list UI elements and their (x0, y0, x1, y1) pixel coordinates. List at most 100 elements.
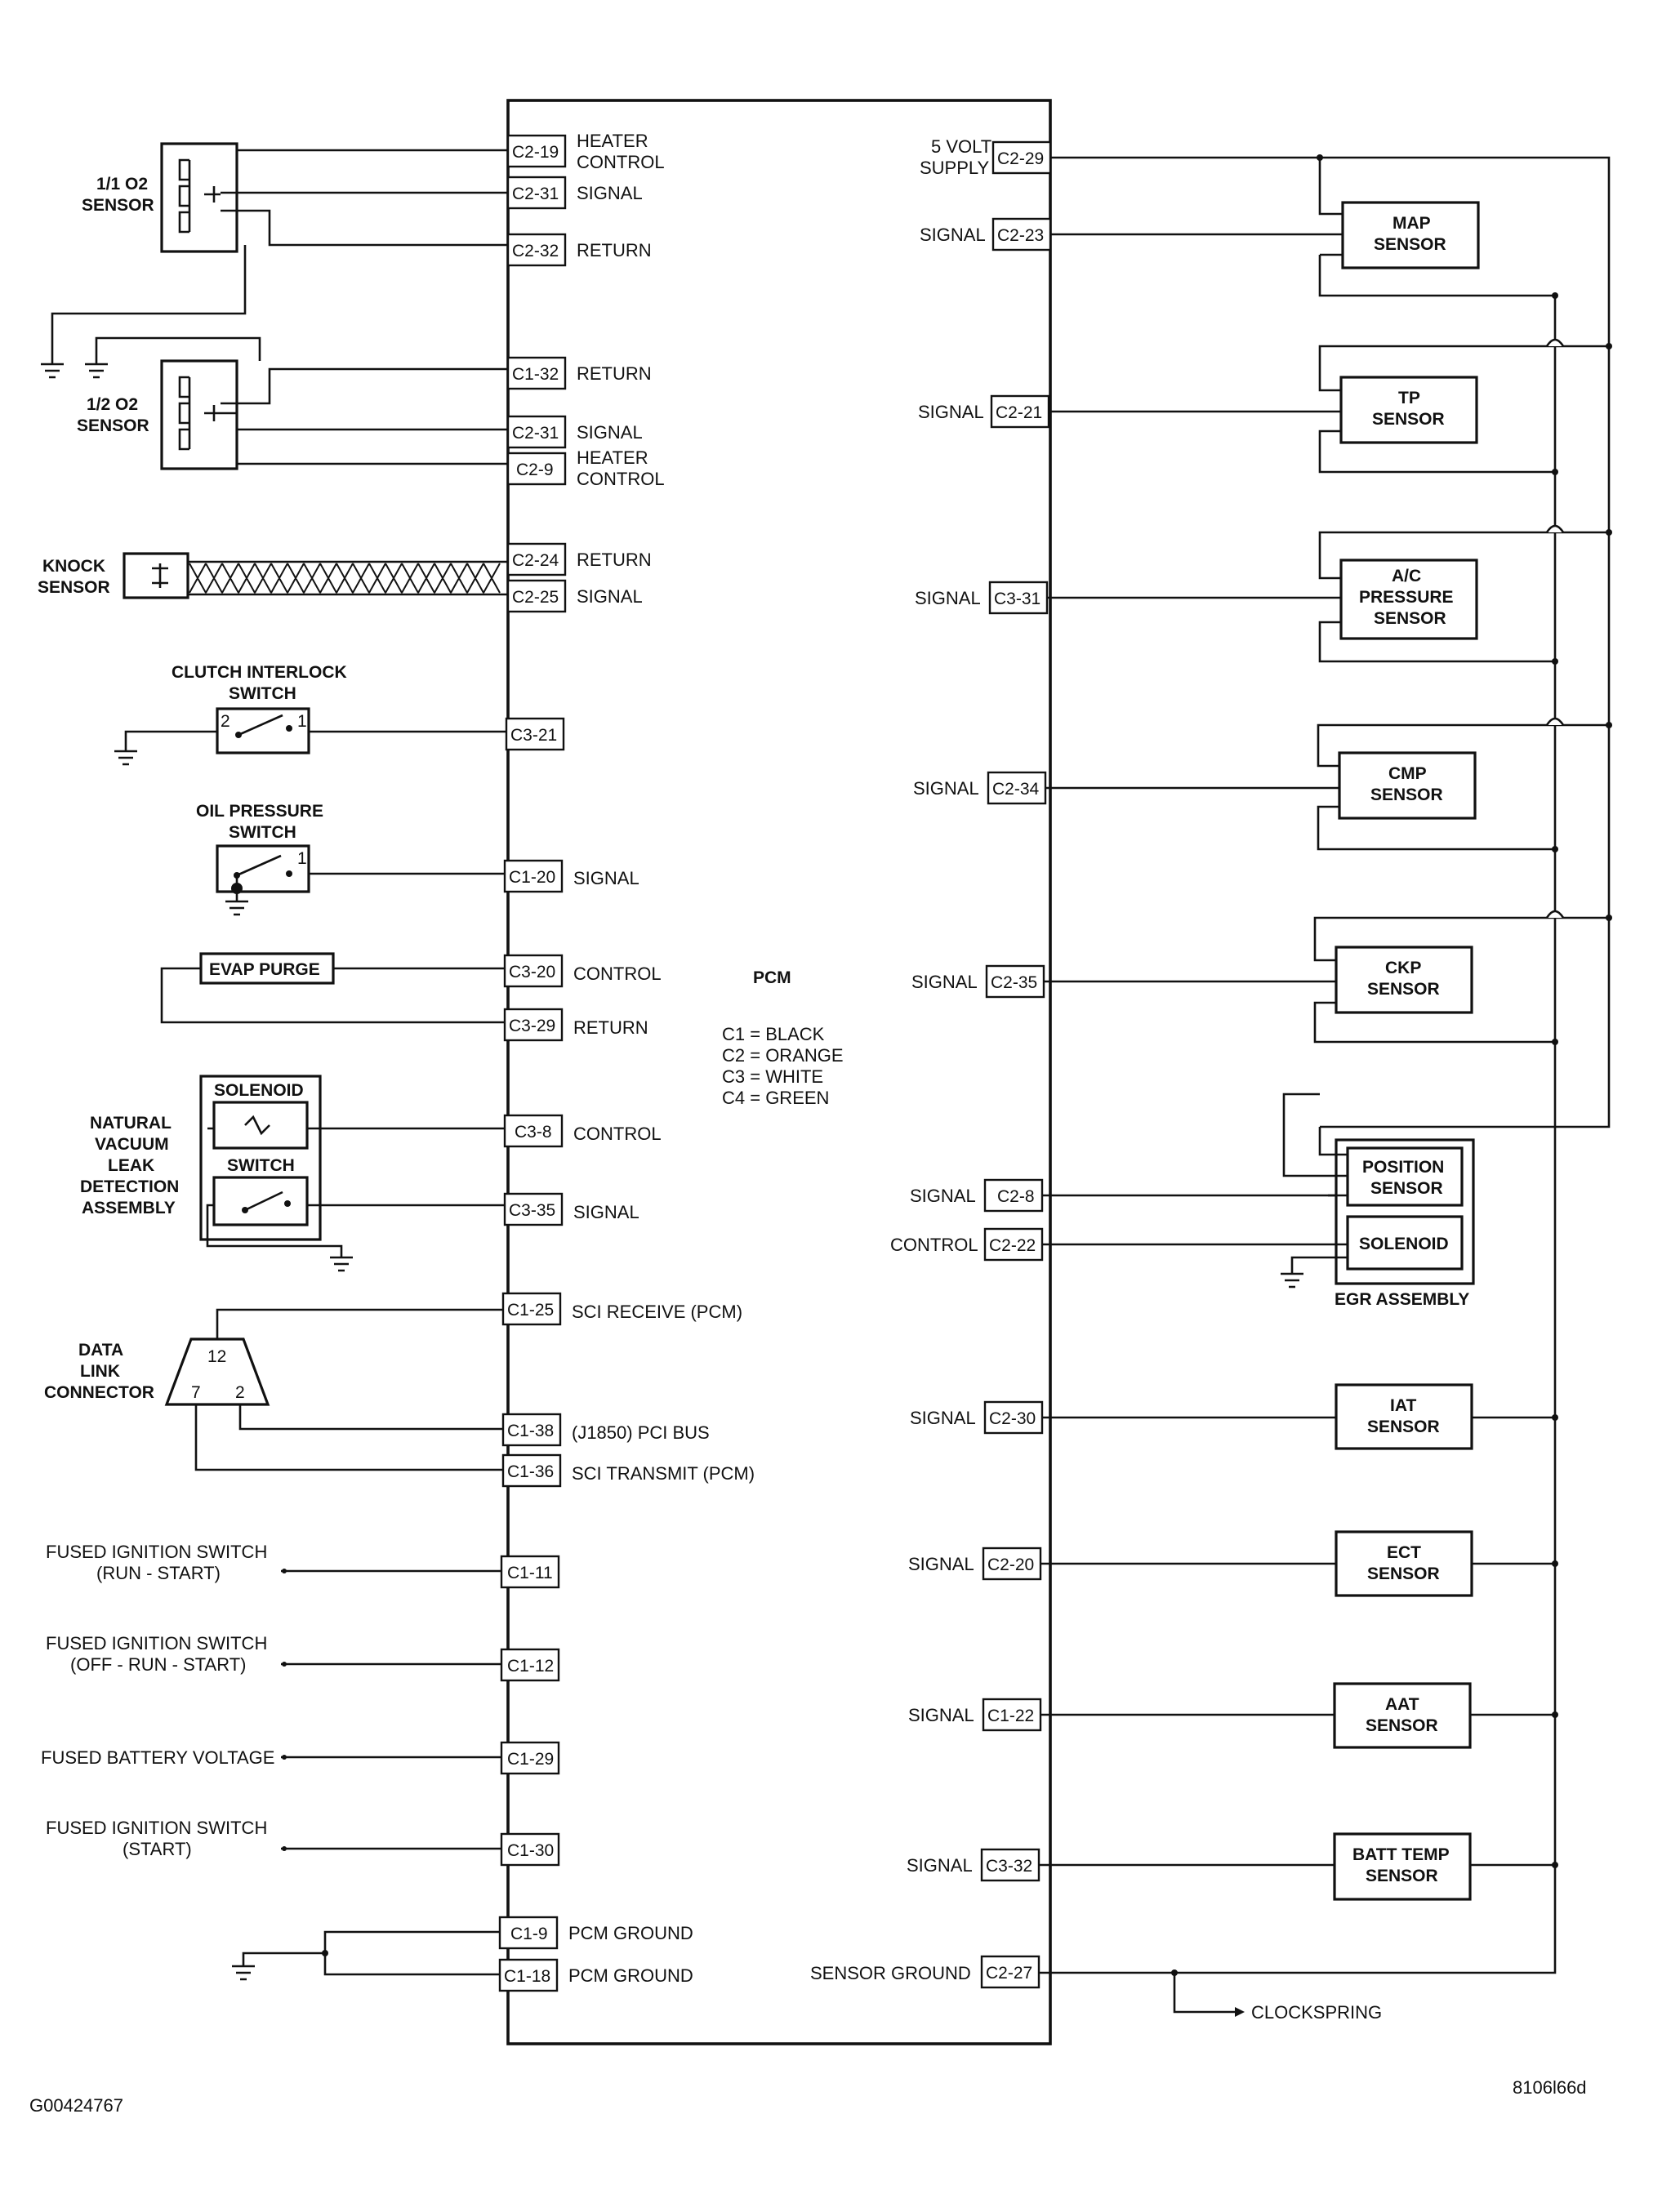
ign-off-run-start-dot (282, 1662, 287, 1667)
svg-text:C1-30: C1-30 (507, 1841, 554, 1860)
wire-crossover-hops (1545, 338, 1565, 919)
svg-text:C2-35: C2-35 (991, 973, 1037, 992)
svg-text:C3-21: C3-21 (510, 726, 557, 745)
splice-dots (1171, 154, 1612, 1976)
left-pin-label-signal-4: SIGNAL (573, 868, 639, 888)
wire-5v-supply-bus (1050, 156, 1611, 1128)
svg-text:BATT TEMP: BATT TEMP (1352, 1845, 1450, 1864)
left-pin-label-signal-2: SIGNAL (577, 422, 643, 443)
svg-text:7: 7 (191, 1383, 201, 1402)
left-pin-c2-9: C2-9 (506, 452, 567, 486)
ground-symbol-2 (85, 363, 108, 379)
left-pin-c1-18: C1-18 (498, 1958, 559, 1992)
left-pin-c3-8: C3-8 (503, 1114, 564, 1148)
svg-text:C2-20: C2-20 (987, 1556, 1034, 1574)
svg-text:C1-18: C1-18 (504, 1967, 550, 1986)
wire-o2-2-ground (95, 336, 261, 364)
right-pin-label-signal-batt: SIGNAL (907, 1855, 973, 1876)
wire-ac-5v (1318, 531, 1609, 580)
nvld-label-2: VACUUM (95, 1135, 169, 1154)
left-pin-label-pcm-ground-1: PCM GROUND (568, 1923, 693, 1943)
dlc-label-b: LINK (80, 1362, 120, 1381)
aat-sensor: AAT SENSOR (1333, 1682, 1472, 1749)
right-pin-label-sensor-ground: SENSOR GROUND (810, 1963, 971, 1983)
svg-text:C3-8: C3-8 (515, 1123, 552, 1142)
ground-symbol-1 (41, 363, 64, 379)
left-pin-c2-32: C2-32 (506, 233, 567, 267)
svg-text:C2-27: C2-27 (986, 1964, 1032, 1983)
pcm-title: PCM (753, 968, 791, 987)
dlc-label-c: CONNECTOR (44, 1383, 154, 1402)
wire-dlc-pci-bus (238, 1404, 503, 1431)
svg-text:C2-32: C2-32 (512, 242, 559, 260)
left-pin-label-sci-transmit: SCI TRANSMIT (PCM) (572, 1463, 755, 1484)
nvld-label-3: LEAK (108, 1156, 154, 1175)
left-pin-label-return-1: RETURN (577, 240, 652, 260)
svg-text:CKP: CKP (1385, 959, 1421, 977)
wire-egr-5v (1282, 1093, 1348, 1177)
svg-text:SENSOR: SENSOR (1367, 980, 1440, 999)
svg-text:C2-19: C2-19 (512, 143, 559, 162)
right-pin-c2-29: C2-29 (991, 140, 1052, 175)
ign-start-b: (START) (123, 1839, 192, 1859)
ign-run-start-b: (RUN - START) (96, 1563, 221, 1583)
wire-ckp-ground (1313, 1001, 1555, 1044)
svg-text:C3-32: C3-32 (986, 1857, 1032, 1876)
left-pin-label-heater-control-2a: HEATER (577, 447, 648, 468)
ign-off-run-start-b: (OFF - RUN - START) (70, 1654, 247, 1675)
svg-text:C1-29: C1-29 (507, 1750, 554, 1769)
ground-symbol-6 (232, 1965, 255, 1981)
cmp-sensor: CMP SENSOR (1338, 751, 1477, 820)
right-pin-c3-32: C3-32 (980, 1848, 1040, 1882)
o2-1-2-label-a: 1/2 O2 (87, 395, 138, 414)
svg-text:SENSOR: SENSOR (1374, 235, 1446, 254)
wire-ac-ground (1318, 621, 1555, 663)
o2-1-1-label-a: 1/1 O2 (96, 175, 148, 194)
svg-text:TP: TP (1398, 389, 1420, 407)
left-pin-c2-19: C2-19 (506, 134, 567, 168)
ground-symbol-5 (330, 1256, 353, 1272)
knock-label-b: SENSOR (38, 578, 110, 597)
ign-run-start-a: FUSED IGNITION SWITCH (46, 1542, 267, 1562)
knock-sensor (123, 552, 189, 599)
svg-text:C1-22: C1-22 (987, 1707, 1034, 1725)
ign-run-start-dot (282, 1569, 287, 1573)
dlc-label-a: DATA (78, 1341, 123, 1360)
right-pin-label-signal-egr: SIGNAL (910, 1186, 976, 1206)
wire-map-ground (1318, 253, 1555, 297)
o2-sensor-1-1 (160, 142, 238, 253)
wire-dlc-sci-transmit (194, 1404, 503, 1471)
o2-1-1-label-b: SENSOR (82, 196, 154, 215)
left-pin-label-pci-bus: (J1850) PCI BUS (572, 1422, 710, 1443)
o2-1-2-label-b: SENSOR (77, 416, 149, 435)
right-pin-c3-31: C3-31 (988, 581, 1049, 615)
wire-map-5v (1318, 158, 1343, 216)
right-pin-c2-35: C2-35 (985, 964, 1045, 999)
svg-text:SENSOR: SENSOR (1367, 1564, 1440, 1583)
left-pin-c2-25: C2-25 (506, 579, 567, 613)
right-pin-label-signal-map: SIGNAL (920, 225, 986, 245)
svg-text:C2-8: C2-8 (997, 1187, 1035, 1206)
ground-symbol-7 (1281, 1272, 1303, 1288)
map-sensor: MAP SENSOR (1341, 201, 1480, 269)
left-pin-label-signal-3: SIGNAL (577, 586, 643, 607)
svg-text:EVAP PURGE: EVAP PURGE (209, 960, 320, 979)
wire-o2-1-return (221, 209, 508, 247)
wire-o2-2-return (221, 367, 508, 405)
svg-text:1: 1 (297, 849, 307, 868)
right-pin-c2-21: C2-21 (990, 394, 1050, 429)
left-pin-c1-12: C1-12 (500, 1648, 560, 1682)
left-pin-label-return-3: RETURN (577, 550, 652, 570)
oil-label-a: OIL PRESSURE (196, 802, 323, 821)
right-pin-c2-27: C2-27 (980, 1955, 1040, 1989)
svg-text:C3-29: C3-29 (509, 1017, 555, 1035)
data-link-connector: 12 7 2 (164, 1337, 270, 1406)
pcm-box (506, 99, 1052, 2045)
wire-pcm-ground (242, 1930, 500, 1976)
svg-text:C3-31: C3-31 (994, 590, 1040, 608)
pcm-legend-c1: C1 = BLACK (722, 1024, 825, 1044)
knock-shielded-cable (188, 560, 508, 596)
svg-text:SENSOR: SENSOR (1374, 609, 1446, 628)
ground-symbol-4 (225, 900, 248, 916)
svg-text:C1-11: C1-11 (507, 1564, 553, 1582)
